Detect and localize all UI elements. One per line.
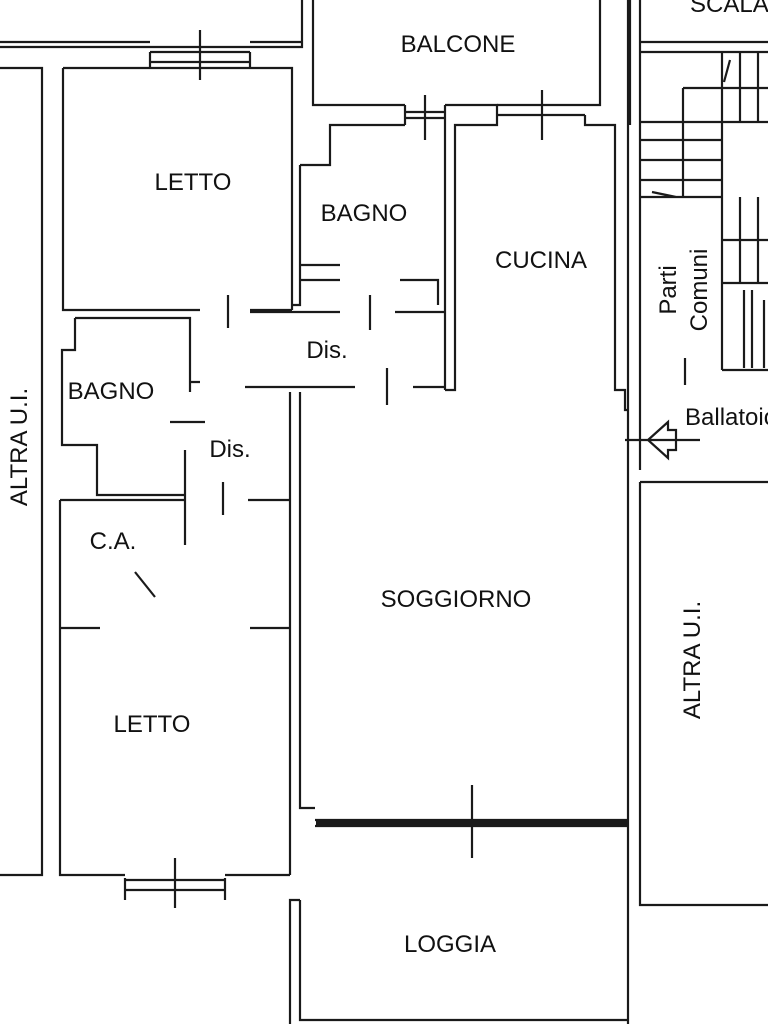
label-ballatoio: Ballatoio bbox=[685, 404, 768, 431]
label-comuni: Comuni bbox=[686, 249, 713, 332]
label-parti: Parti bbox=[655, 265, 682, 314]
label-letto-top: LETTO bbox=[155, 169, 232, 196]
entrance-arrow bbox=[625, 419, 700, 461]
label-bagno-top: BAGNO bbox=[321, 200, 408, 227]
window-letto-bottom bbox=[123, 858, 227, 908]
label-ca: C.A. bbox=[90, 528, 137, 555]
label-bagno-left: BAGNO bbox=[68, 378, 155, 405]
label-balcone: BALCONE bbox=[401, 31, 516, 58]
label-dis-top: Dis. bbox=[306, 337, 347, 364]
label-altra-right: ALTRA U.I. bbox=[679, 601, 706, 719]
label-dis-left: Dis. bbox=[209, 436, 250, 463]
window-letto-top bbox=[148, 30, 252, 80]
label-letto-bottom: LETTO bbox=[114, 711, 191, 738]
labels: SCALA BALCONE LETTO BAGNO CUCINA Dis. BA… bbox=[6, 0, 768, 958]
label-loggia: LOGGIA bbox=[404, 931, 496, 958]
window-bagno bbox=[403, 95, 447, 140]
label-soggiorno: SOGGIORNO bbox=[381, 586, 532, 613]
label-scala: SCALA bbox=[690, 0, 768, 18]
label-altra-left: ALTRA U.I. bbox=[6, 388, 33, 506]
window-cucina bbox=[497, 90, 585, 140]
label-cucina: CUCINA bbox=[495, 247, 587, 274]
